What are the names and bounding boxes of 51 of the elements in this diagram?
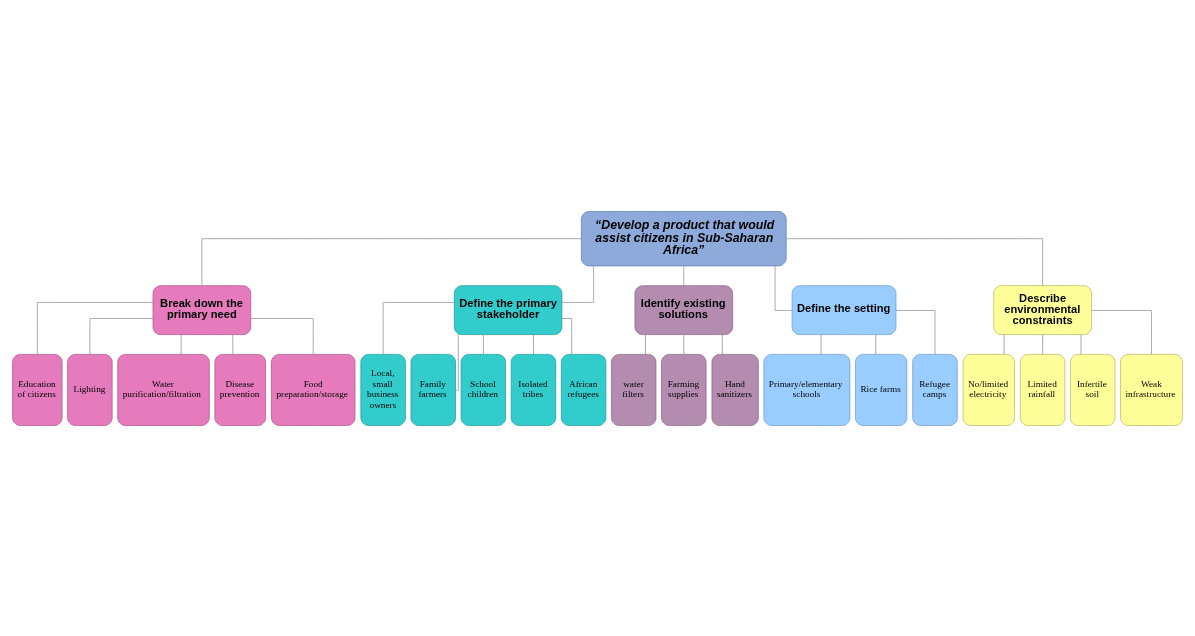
node-box: Define the setting [791,284,897,335]
connector [895,309,936,355]
connector [180,333,182,354]
connector [232,333,234,354]
node-box: Lighting [67,353,113,426]
connector [875,333,877,354]
connector [561,265,594,303]
connector [645,333,646,354]
connector [382,301,455,355]
connector [683,265,685,286]
node-box: Break down the primary need [152,284,252,335]
node-box: Define the primary stakeholder [453,284,563,335]
node-box: “Develop a product that would assist citizens in Sub-Saharan Africa” [581,210,787,266]
connector [455,333,459,391]
node-box: Primary/elementary schools [763,353,851,426]
connector [774,265,793,311]
connector [561,317,573,355]
connector [683,333,685,354]
node-box: Hand sanitizers [711,353,759,426]
node-box: Isolated tribes [510,353,557,426]
node-box: Describe environmental constraints [993,284,1092,335]
node-box: Water purification/filtration [117,353,210,426]
connector [483,333,484,354]
connector [89,317,154,355]
node-box: Infertile soil [1070,353,1116,426]
node-box: Local, small business owners [360,353,406,426]
node-box: Food preparation/storage [271,353,356,426]
node-box: School children [460,353,506,426]
connector [1091,309,1152,355]
node-box: water filters [611,353,657,426]
connector [1042,333,1043,354]
node-box: Farming supplies [661,353,707,426]
node-box: Limited rainfall [1019,353,1066,426]
connector [533,333,534,354]
node-box: Refugee camps [912,353,958,426]
connector [250,317,314,355]
connector [1080,333,1082,354]
node-box: Family farmers [410,353,456,426]
connector [721,333,723,354]
connector [201,237,582,286]
node-box: Disease prevention [214,353,266,426]
connector [1003,333,1005,354]
node-box: African refugees [560,353,607,426]
connector [36,301,154,355]
node-box: Education of citizens [12,353,63,426]
connector [820,333,822,354]
node-box: No/limited electricity [962,353,1015,426]
node-box: Rice farms [855,353,908,426]
node-box: Identify existing solutions [634,284,734,335]
connector [786,237,1043,286]
node-box: Weak infrastructure [1120,353,1183,426]
